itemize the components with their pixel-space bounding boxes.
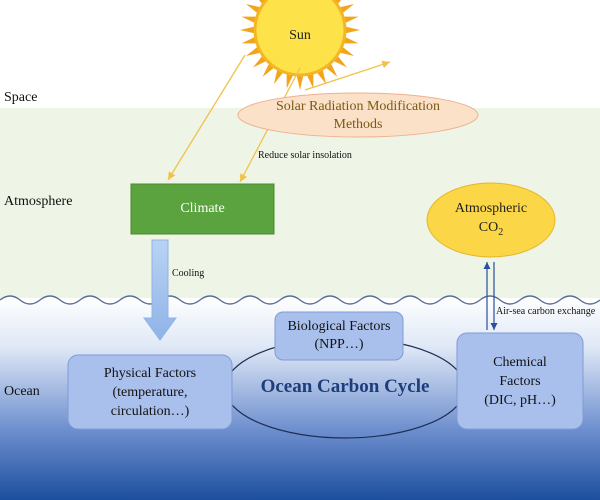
climate-box: Climate	[131, 184, 274, 234]
zone-label-atmosphere: Atmosphere	[4, 194, 73, 209]
phys-line-1: Physical Factors	[103, 365, 197, 381]
co2-formula-base: CO	[478, 219, 499, 235]
sun-ray	[344, 37, 359, 44]
sun-ray	[253, 56, 267, 68]
phys-line-2: (temperature,	[112, 384, 188, 400]
chemical-factors-box: Chemical Factors (DIC, pH…)	[457, 333, 583, 429]
sun-ray	[345, 26, 360, 34]
sun-ray	[286, 74, 293, 89]
co2-ellipse	[426, 182, 556, 258]
sun-ray	[241, 16, 256, 23]
co2-formula: CO2	[455, 218, 527, 242]
co2-line-1: Atmospheric	[454, 200, 528, 216]
sun-ray	[333, 56, 347, 68]
phys-line-3: circulation…)	[110, 403, 190, 419]
ocean-body	[0, 296, 600, 500]
reduce-insolation-annotation: Reduce solar insolation	[258, 150, 352, 161]
sun-reflect-arrow	[304, 60, 391, 91]
sun-to-climate-arrow	[167, 54, 246, 181]
biological-box-shape	[274, 311, 404, 361]
sun-ray	[241, 37, 256, 44]
chem-line-1: Chemical	[493, 354, 547, 370]
srm-line-1: Solar Radiation Modification	[275, 98, 441, 114]
physical-factors-box: Physical Factors (temperature, circulati…	[68, 355, 232, 429]
srm-line-2: Methods	[333, 116, 383, 132]
biological-factors-box: Biological Factors (NPP…)	[275, 312, 403, 360]
chemical-box-shape	[456, 332, 584, 430]
cooling-arrow	[143, 239, 177, 341]
sun-icon	[240, 0, 360, 90]
co2-formula-sub: 2	[498, 226, 504, 238]
srm-ellipse	[237, 92, 479, 138]
chem-line-2: Factors	[499, 373, 541, 389]
cooling-annotation: Cooling	[172, 268, 205, 279]
sea-surface-wave	[0, 295, 600, 305]
bio-line-2: (NPP…)	[314, 337, 364, 352]
zone-label-space: Space	[4, 90, 38, 105]
sun-ray	[245, 47, 261, 57]
sun-ray	[273, 69, 283, 85]
sun-ray	[307, 74, 314, 89]
air-sea-exchange-annotation: Air-sea carbon exchange	[496, 306, 596, 317]
sun-ray	[326, 63, 338, 77]
sun-ray	[296, 75, 304, 90]
sun-label: Sun	[289, 28, 311, 43]
sun-ray	[339, 47, 355, 57]
sun-ray	[344, 16, 359, 23]
climate-label: Climate	[180, 201, 225, 216]
chem-line-3: (DIC, pH…)	[484, 392, 556, 408]
srm-methods-label: Solar Radiation Modification Methods	[238, 93, 478, 138]
sun-ray	[245, 3, 261, 13]
sun-ray	[339, 3, 355, 13]
physical-box-shape	[67, 354, 233, 430]
sun-ray	[262, 63, 274, 77]
atmospheric-co2-node: Atmospheric CO2	[427, 183, 555, 257]
sun-ray	[317, 69, 327, 85]
climate-box-shape	[130, 183, 275, 235]
bio-line-1: Biological Factors	[287, 319, 391, 334]
ocean-carbon-cycle-title: Ocean Carbon Cycle	[260, 376, 430, 397]
sun-ray	[240, 26, 255, 34]
zone-label-ocean: Ocean	[4, 384, 40, 399]
